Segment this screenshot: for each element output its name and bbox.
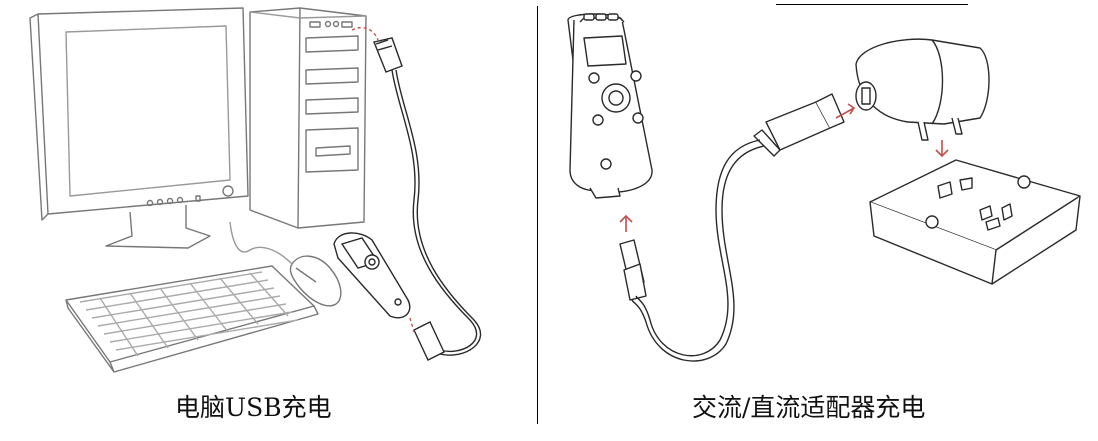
wall-socket-icon	[869, 159, 1081, 285]
usb-charging-caption: 电脑USB充电	[175, 393, 332, 422]
usb-cable	[373, 37, 482, 361]
adapter-charging-caption: 交流/直流适配器充电	[692, 393, 926, 422]
usb-plug-icon	[753, 93, 845, 157]
micro-usb-plug-icon	[619, 239, 647, 301]
power-adapter-icon	[855, 38, 990, 141]
scanner-device-icon	[567, 13, 653, 199]
usb-charging-panel: 电脑USB充电	[0, 0, 537, 441]
scanner-device-icon	[333, 232, 411, 319]
adapter-charging-panel: 交流/直流适配器充电	[540, 0, 1098, 441]
monitor-icon	[29, 7, 249, 249]
panel-divider	[537, 6, 538, 424]
computer-usb-illustration	[29, 7, 482, 373]
connection-arrows	[619, 103, 949, 232]
header-rule	[776, 4, 968, 5]
mouse-icon	[229, 221, 342, 307]
adapter-illustration	[567, 13, 1081, 362]
pc-tower-icon	[249, 7, 367, 229]
keyboard-icon	[65, 265, 319, 373]
connection-arrows	[351, 26, 415, 333]
charging-cable	[631, 139, 765, 362]
